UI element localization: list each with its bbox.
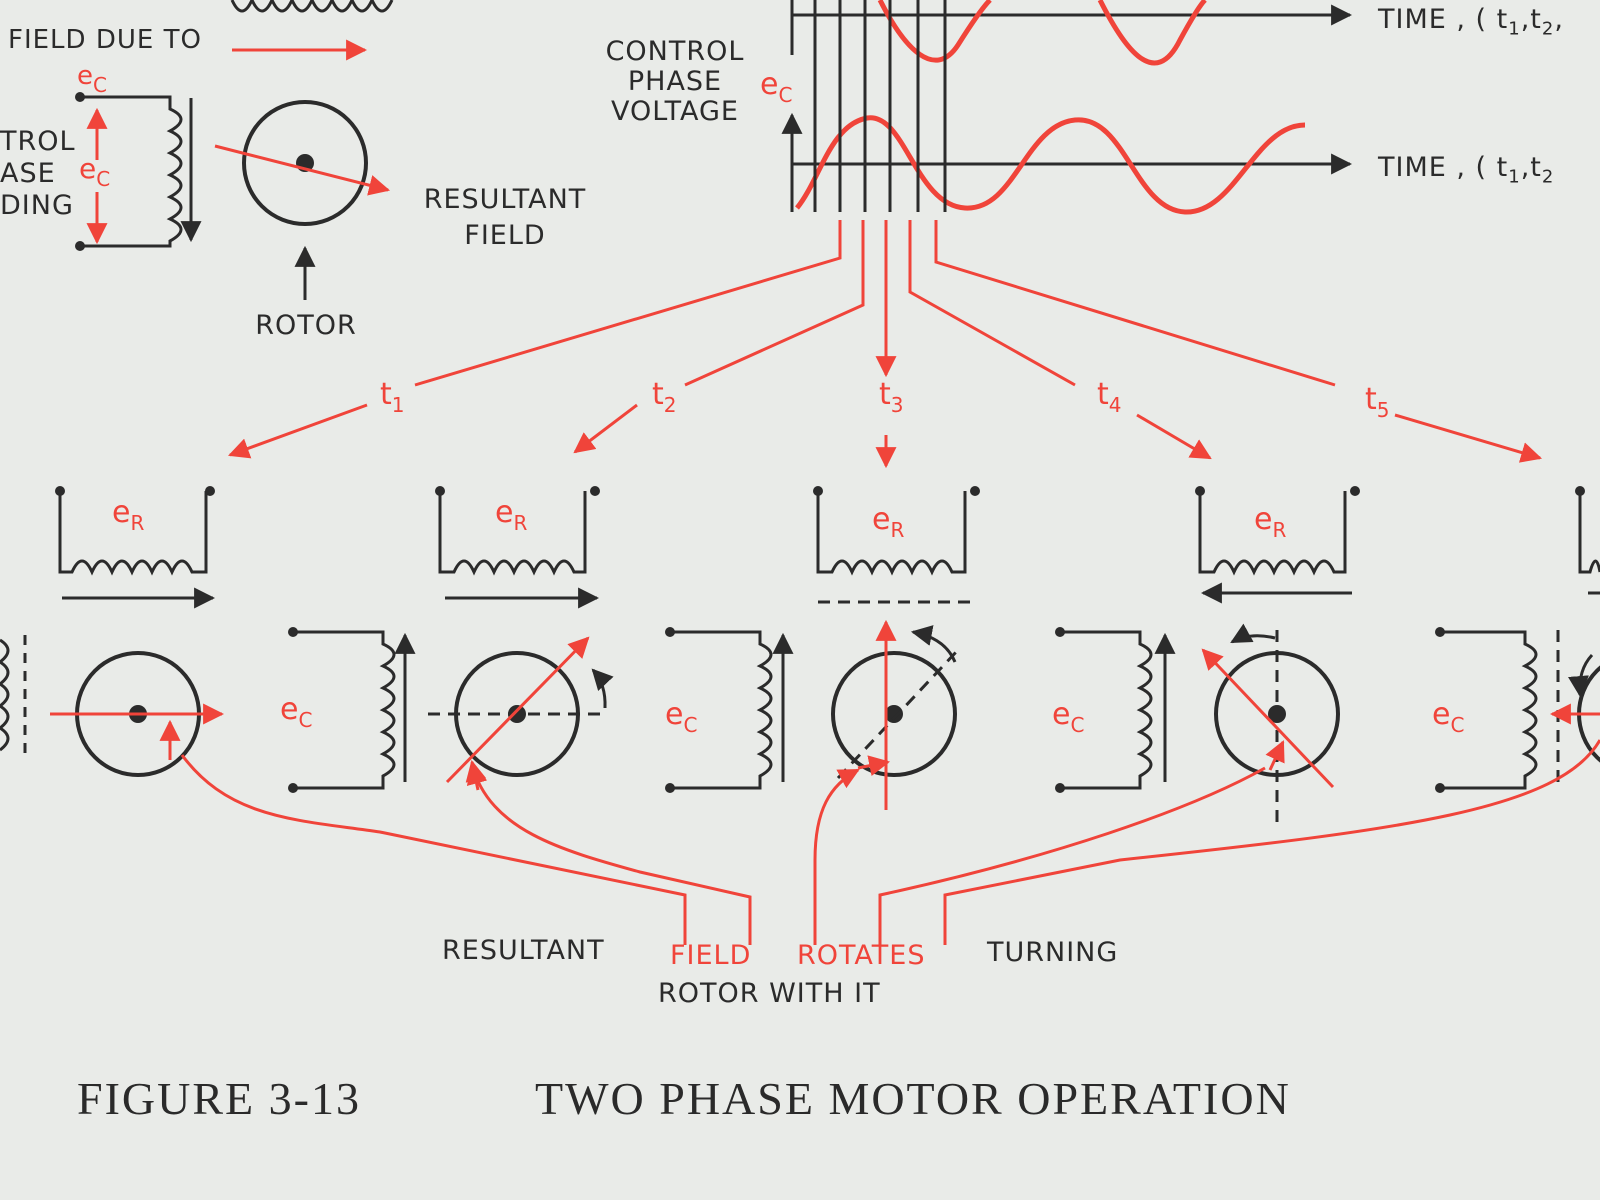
time-axis-label-top: TIME , ( t1,t2, (1378, 4, 1564, 40)
label-resultant: RESULTANT (442, 935, 605, 966)
control-phase-sine (795, 115, 1306, 215)
control-phase-winding-fragment-2: ASE (0, 158, 56, 189)
rotor-label: ROTOR (255, 310, 357, 341)
rotor-circle (454, 651, 580, 777)
control-phase-winding-fragment-1: TROL (0, 126, 76, 157)
rotor-circle (242, 100, 368, 226)
reference-phase-sine (877, 0, 1207, 66)
time-marker-t3: t3 (879, 377, 904, 417)
control-winding-fragment (0, 638, 10, 752)
resultant-field-arrow (214, 144, 391, 196)
time-marker-t1: t1 (380, 377, 405, 417)
control-phase-voltage-line3: VOLTAGE (611, 96, 739, 127)
ec-symbol-top: eC (77, 61, 107, 97)
control-phase-voltage-line1: CONTROL (605, 36, 745, 67)
label-turning: TURNING (987, 937, 1119, 968)
converging-lines (180, 739, 1600, 945)
rotor-circle (831, 651, 957, 777)
reference-winding-coil-fragment (1578, 491, 1600, 574)
er-symbol-t2: eR (495, 495, 528, 535)
ec-symbol-t4: eC (1052, 697, 1085, 737)
control-winding-coil (670, 630, 773, 790)
time-instant-lines (813, 0, 947, 212)
ec-symbol-winding: eC (79, 152, 111, 191)
figure-title: TWO PHASE MOTOR OPERATION (535, 1073, 1291, 1124)
panel-t4 (1055, 486, 1360, 830)
panel-t3 (665, 486, 980, 810)
rotation-arrow (910, 625, 957, 663)
control-phase-voltage-line2: PHASE (627, 66, 723, 97)
ec-symbol-t5: eC (1432, 697, 1465, 737)
label-rotor-with-it: ROTOR WITH IT (658, 978, 881, 1009)
rotor-circle (1214, 651, 1340, 777)
waveform-graphs (781, 0, 1353, 215)
top-left-motor (75, 0, 394, 300)
ec-symbol-t3: eC (665, 697, 698, 737)
er-symbol-t4: eR (1254, 502, 1287, 542)
panel-t5 (1435, 486, 1600, 793)
figure-number: FIGURE 3-13 (77, 1073, 361, 1124)
control-winding-coil (1440, 630, 1538, 790)
label-field: FIELD (670, 940, 752, 971)
time-fanout-lines (228, 220, 1543, 469)
rotation-arrow (1230, 623, 1276, 644)
er-symbol-t1: eR (112, 495, 145, 535)
control-phase-winding-fragment-3: DING (0, 190, 74, 221)
time-axis-label-bottom: TIME , ( t1,t2 (1378, 152, 1555, 188)
er-symbol-t3: eR (872, 502, 905, 542)
field-due-to-label: FIELD DUE TO (8, 25, 202, 55)
ec-symbol-waveform: eC (760, 67, 793, 107)
rotation-arrow (591, 668, 614, 709)
rotor-tip-arrow (1265, 740, 1285, 771)
reference-winding-coil (58, 491, 208, 576)
control-winding-coil (80, 95, 183, 248)
label-rotates: ROTATES (797, 940, 926, 971)
time-marker-t4: t4 (1097, 377, 1122, 417)
rotation-arrow (1568, 653, 1594, 698)
resultant-field-arrow (445, 636, 590, 784)
reference-winding-coil (816, 491, 967, 576)
ec-symbol-t2: eC (280, 692, 313, 732)
resultant-field-arrow (1201, 648, 1335, 789)
panel-t2 (288, 486, 614, 793)
control-winding-coil (1060, 630, 1153, 790)
control-winding-coil (293, 630, 396, 790)
rotor-tip-arrow (857, 755, 891, 777)
reference-winding-coil (1198, 491, 1347, 576)
time-marker-t2: t2 (652, 377, 677, 417)
panel-t1 (0, 486, 225, 777)
time-marker-t5: t5 (1365, 382, 1390, 422)
resultant-field-label-line2: FIELD (464, 220, 546, 251)
reference-winding-coil (438, 491, 587, 576)
resultant-field-label-line1: RESULTANT (423, 184, 587, 215)
reference-winding-coil-fragment (230, 0, 394, 13)
